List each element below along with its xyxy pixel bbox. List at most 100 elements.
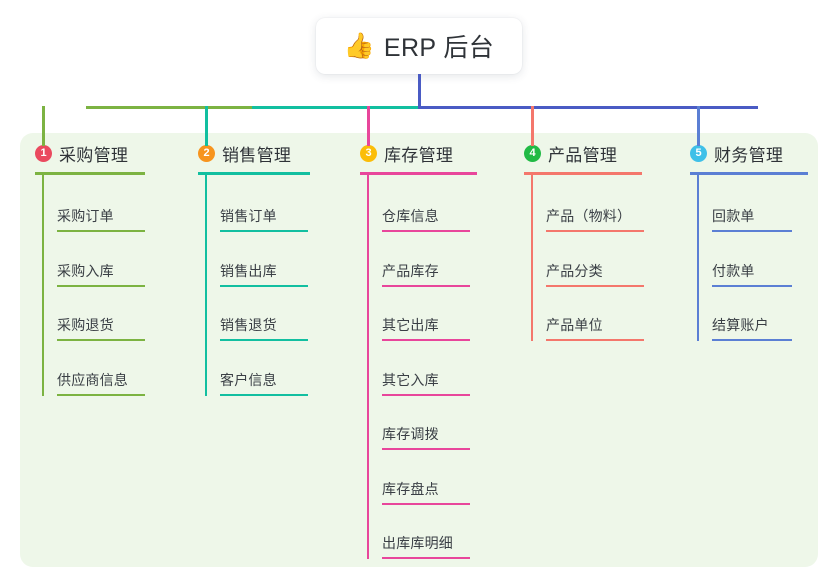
module-item-underline	[57, 393, 145, 396]
module-item-label: 其它出库	[382, 317, 439, 333]
module-item-label: 库存盘点	[382, 480, 439, 497]
module-item-underline	[382, 393, 470, 396]
module-item-label: 出库库明细	[382, 535, 453, 551]
module-header-underline	[198, 172, 310, 175]
module-item-underline	[57, 230, 145, 232]
module-title: 财务管理	[714, 146, 784, 165]
module-item-underline	[382, 448, 470, 450]
module-item-label: 回款单	[712, 208, 755, 224]
connector-bar-segment-blue	[418, 106, 758, 109]
column-drop-stub-4	[531, 106, 534, 146]
module-item-underline	[220, 393, 308, 396]
connector-bar-segment-teal	[252, 106, 419, 109]
module-item-label: 销售出库	[220, 262, 277, 279]
modules-panel	[20, 133, 818, 567]
module-item-label: 付款单	[712, 262, 755, 279]
module-item-underline	[220, 339, 308, 341]
module-item[interactable]: 产品分类	[546, 259, 644, 287]
module-header-5[interactable]: 5 财务管理	[690, 141, 783, 166]
module-item[interactable]: 采购订单	[57, 204, 145, 232]
module-item[interactable]: 供应商信息	[57, 368, 145, 396]
root-connector-line	[418, 74, 421, 108]
module-item-underline	[712, 230, 792, 232]
module-item[interactable]: 产品（物料）	[546, 204, 644, 232]
module-header-underline	[360, 172, 477, 175]
column-drop-stub-5	[697, 106, 700, 146]
module-item[interactable]: 客户信息	[220, 368, 308, 396]
module-item[interactable]: 采购退货	[57, 313, 145, 341]
module-item-label: 采购退货	[57, 317, 114, 333]
module-column-1: 1 采购管理采购订单采购入库采购退货供应商信息	[35, 133, 185, 573]
module-header-2[interactable]: 2 销售管理	[198, 141, 291, 166]
module-number-badge: 4	[524, 145, 541, 162]
module-item-label: 销售订单	[220, 208, 277, 224]
module-item[interactable]: 回款单	[712, 204, 792, 232]
column-drop-stub-1	[42, 106, 45, 146]
module-item-underline	[57, 339, 145, 341]
module-number-badge: 2	[198, 145, 215, 162]
module-header-1[interactable]: 1 采购管理	[35, 141, 128, 166]
module-header-underline	[690, 172, 808, 175]
module-number-badge: 1	[35, 145, 52, 162]
module-item-label: 库存调拨	[382, 426, 439, 442]
module-item-label: 客户信息	[220, 371, 277, 388]
module-item-underline	[382, 339, 470, 341]
module-spine-line	[697, 174, 699, 341]
module-item-underline	[546, 284, 644, 287]
module-header-underline	[524, 172, 642, 175]
module-item-label: 产品分类	[546, 262, 603, 279]
module-item-underline	[220, 284, 308, 287]
module-item-underline	[382, 284, 470, 287]
module-item-underline	[220, 230, 308, 232]
module-item[interactable]: 其它出库	[382, 313, 470, 341]
module-item[interactable]: 出库库明细	[382, 531, 470, 559]
module-item[interactable]: 付款单	[712, 259, 792, 287]
module-header-underline	[35, 172, 145, 175]
module-item[interactable]: 产品单位	[546, 313, 644, 341]
module-item[interactable]: 销售订单	[220, 204, 308, 232]
module-item-label: 采购入库	[57, 262, 114, 279]
module-title: 产品管理	[548, 146, 618, 165]
module-item-underline	[382, 557, 470, 559]
module-spine-line	[531, 174, 533, 341]
module-title: 销售管理	[222, 146, 292, 165]
module-item[interactable]: 采购入库	[57, 259, 145, 287]
module-item[interactable]: 结算账户	[712, 313, 792, 341]
module-item-label: 产品单位	[546, 317, 603, 333]
module-number-badge: 3	[360, 145, 377, 162]
module-item[interactable]: 仓库信息	[382, 204, 470, 232]
module-item-label: 产品库存	[382, 262, 439, 279]
module-item-label: 采购订单	[57, 208, 114, 224]
module-column-5: 5 财务管理回款单付款单结算账户	[690, 133, 839, 573]
module-column-4: 4 产品管理产品（物料） 产品分类产品单位	[524, 133, 682, 573]
module-spine-line	[367, 174, 369, 559]
module-item-label: 供应商信息	[57, 371, 128, 388]
module-item-label: 产品（物料）	[546, 208, 632, 224]
module-title: 采购管理	[59, 146, 129, 165]
module-number-badge: 5	[690, 145, 707, 162]
column-drop-stub-3	[367, 106, 370, 146]
module-item-label: 销售退货	[220, 317, 277, 333]
module-item-underline	[712, 284, 792, 287]
module-item[interactable]: 销售出库	[220, 259, 308, 287]
module-item[interactable]: 库存盘点	[382, 477, 470, 505]
module-spine-line	[205, 174, 207, 396]
thumbs-up-emoji: 👍	[343, 31, 375, 60]
module-column-2: 2 销售管理销售订单销售出库销售退货客户信息	[198, 133, 350, 573]
module-item-underline	[546, 339, 644, 341]
root-node-title: ERP 后台	[383, 34, 495, 62]
module-item-underline	[546, 230, 644, 232]
module-header-4[interactable]: 4 产品管理	[524, 141, 617, 166]
module-item-underline	[712, 339, 792, 341]
module-item[interactable]: 销售退货	[220, 313, 308, 341]
module-item-label: 其它入库	[382, 371, 439, 388]
module-item[interactable]: 库存调拨	[382, 422, 470, 450]
module-item[interactable]: 其它入库	[382, 368, 470, 396]
module-item-underline	[57, 284, 145, 287]
module-item[interactable]: 产品库存	[382, 259, 470, 287]
connector-bar-segment-green	[86, 106, 253, 109]
root-node[interactable]: 👍 ERP 后台	[316, 18, 522, 74]
